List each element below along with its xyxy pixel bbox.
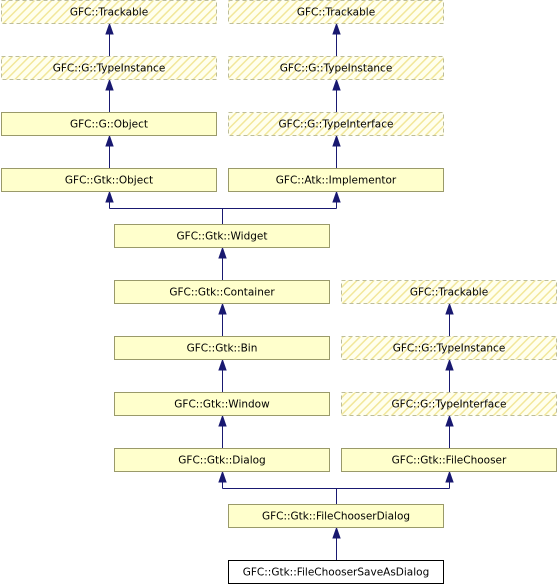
inheritance-arrowhead — [218, 358, 227, 371]
class-node-label: GFC::Gtk::Dialog — [178, 455, 265, 467]
class-node-box — [228, 56, 444, 80]
class-node-box — [1, 168, 217, 192]
class-node-label: GFC::Atk::Implementor — [276, 175, 397, 187]
class-node-box — [1, 0, 217, 24]
inheritance-arrowhead — [105, 134, 114, 147]
class-node-trackable-1[interactable]: GFC::Trackable — [1, 0, 217, 24]
inheritance-arrowhead — [332, 22, 341, 35]
inheritance-arrowhead — [332, 190, 341, 203]
class-node-label: GFC::Gtk::Bin — [187, 343, 258, 355]
class-node-label: GFC::Gtk::FileChooser — [392, 455, 507, 467]
class-node-gtk-dialog[interactable]: GFC::Gtk::Dialog — [114, 448, 330, 472]
class-node-gtk-bin[interactable]: GFC::Gtk::Bin — [114, 336, 330, 360]
class-node-typeinstance-3[interactable]: GFC::G::TypeInstance — [341, 336, 557, 360]
class-node-box — [114, 280, 330, 304]
class-node-gtk-filechooser[interactable]: GFC::Gtk::FileChooser — [341, 448, 557, 472]
class-node-label: GFC::Trackable — [70, 7, 148, 19]
class-node-label: GFC::Gtk::Window — [174, 399, 270, 411]
class-node-gtk-widget[interactable]: GFC::Gtk::Widget — [114, 224, 330, 248]
class-node-trackable-3[interactable]: GFC::Trackable — [341, 280, 557, 304]
class-node-box — [1, 112, 217, 136]
inheritance-arrowhead — [445, 414, 454, 427]
inheritance-arrowhead — [218, 414, 227, 427]
class-node-label: GFC::Gtk::Object — [65, 175, 153, 187]
class-node-box — [228, 504, 444, 528]
inheritance-arrowhead — [445, 358, 454, 371]
class-node-label: GFC::G::TypeInstance — [280, 63, 393, 75]
class-node-label: GFC::G::TypeInterface — [392, 399, 507, 411]
class-node-typeinterface-2[interactable]: GFC::G::TypeInterface — [341, 392, 557, 416]
class-node-gtk-filechoosersaveasdialog[interactable]: GFC::Gtk::FileChooserSaveAsDialog — [228, 560, 444, 584]
class-node-box — [114, 392, 330, 416]
class-node-label: GFC::G::TypeInterface — [279, 119, 394, 131]
inheritance-arrowhead — [105, 190, 114, 203]
inheritance-arrowhead — [218, 470, 227, 483]
class-node-label: GFC::Gtk::FileChooserDialog — [262, 511, 410, 523]
inheritance-arrowhead — [105, 22, 114, 35]
class-node-label: GFC::Trackable — [297, 7, 375, 19]
class-node-label: GFC::Trackable — [410, 287, 488, 299]
inheritance-arrowhead — [332, 526, 341, 539]
edges-layer — [105, 22, 454, 560]
class-node-typeinstance-2[interactable]: GFC::G::TypeInstance — [228, 56, 444, 80]
class-node-g-object[interactable]: GFC::G::Object — [1, 112, 217, 136]
class-node-gtk-object[interactable]: GFC::Gtk::Object — [1, 168, 217, 192]
class-node-box — [228, 0, 444, 24]
class-node-label: GFC::G::TypeInstance — [393, 343, 506, 355]
class-node-box — [114, 224, 330, 248]
class-node-box — [228, 168, 444, 192]
class-node-box — [114, 336, 330, 360]
class-node-gtk-window[interactable]: GFC::Gtk::Window — [114, 392, 330, 416]
inheritance-arrowhead — [332, 134, 341, 147]
class-node-atk-implementor[interactable]: GFC::Atk::Implementor — [228, 168, 444, 192]
class-node-gtk-filechooserdialog[interactable]: GFC::Gtk::FileChooserDialog — [228, 504, 444, 528]
class-node-label: GFC::G::Object — [70, 119, 148, 131]
inheritance-arrowhead — [332, 78, 341, 91]
class-node-label: GFC::G::TypeInstance — [53, 63, 166, 75]
class-node-box — [1, 56, 217, 80]
class-node-typeinterface-1[interactable]: GFC::G::TypeInterface — [228, 112, 444, 136]
class-node-typeinstance-1[interactable]: GFC::G::TypeInstance — [1, 56, 217, 80]
class-node-trackable-2[interactable]: GFC::Trackable — [228, 0, 444, 24]
inheritance-arrowhead — [105, 78, 114, 91]
class-node-label: GFC::Gtk::FileChooserSaveAsDialog — [243, 567, 430, 579]
class-node-gtk-container[interactable]: GFC::Gtk::Container — [114, 280, 330, 304]
class-node-box — [114, 448, 330, 472]
inheritance-arrowhead — [218, 302, 227, 315]
class-node-box — [228, 112, 444, 136]
inheritance-arrowhead — [445, 470, 454, 483]
class-node-label: GFC::Gtk::Widget — [177, 231, 268, 243]
class-node-label: GFC::Gtk::Container — [169, 287, 275, 299]
inheritance-arrowhead — [218, 246, 227, 259]
inheritance-arrowhead — [445, 302, 454, 315]
